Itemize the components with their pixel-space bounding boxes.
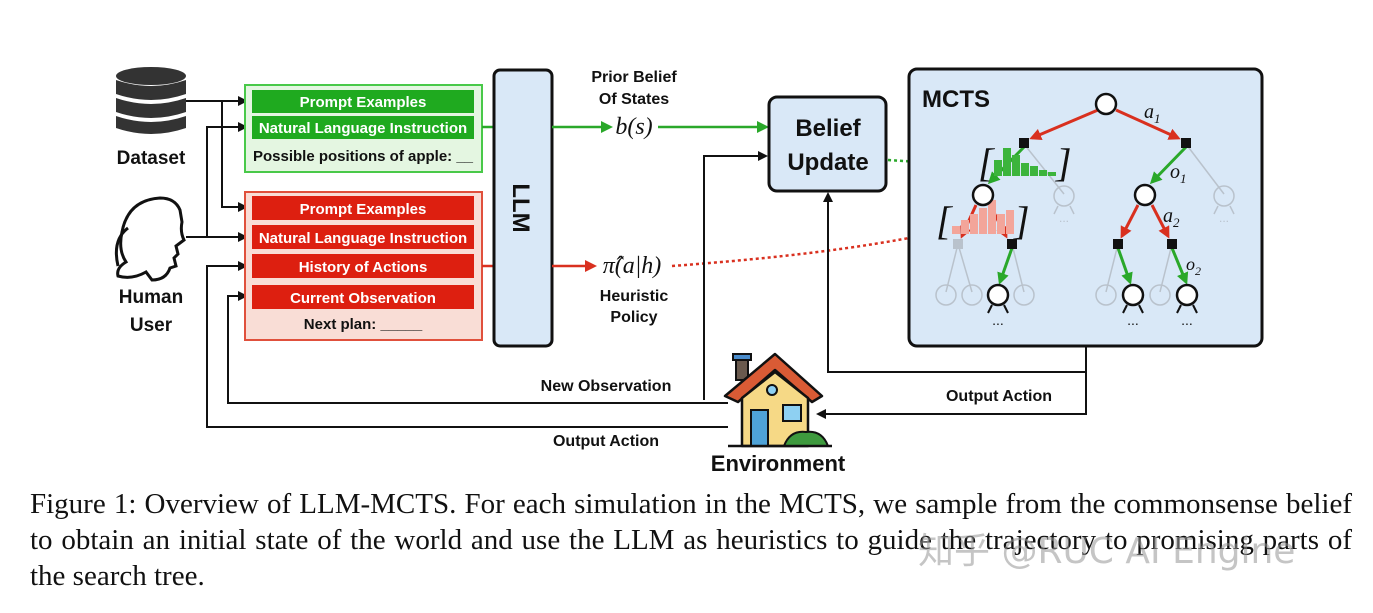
faded-ellipsis: ... <box>1219 211 1229 225</box>
heuristic-label-line2: Policy <box>610 309 657 326</box>
policy-prompt-box: Prompt Examples Natural Language Instruc… <box>244 191 483 341</box>
policy-histogram: [ ] <box>936 198 1030 243</box>
label-o2: o2 <box>1186 254 1201 278</box>
policy-bar <box>1006 210 1014 234</box>
leaf-node <box>1175 283 1199 307</box>
policy-prompt-row-2: Natural Language Instruction <box>259 230 467 247</box>
policy-bar <box>979 208 987 234</box>
belief-update-line1: Belief <box>795 115 861 142</box>
llm-label: LLM <box>507 183 534 232</box>
dataset-label: Dataset <box>117 148 186 169</box>
label-a2: a2 <box>1163 205 1180 230</box>
llm-block: LLM <box>492 68 554 348</box>
action-node <box>1113 239 1123 249</box>
new-observation-label: New Observation <box>541 378 672 395</box>
heuristic-symbol: π̂(a|h) <box>603 253 662 279</box>
input-connectors <box>186 96 728 428</box>
policy-bar <box>988 200 996 234</box>
belief-bar <box>1012 155 1020 176</box>
leaf-ellipsis: ... <box>1181 312 1193 328</box>
mcts-nodes: ... ... ... ... ... <box>953 92 1229 328</box>
belief-bar <box>1030 166 1038 176</box>
label-o1: o1 <box>1170 161 1187 186</box>
belief-histogram-open-bracket: [ <box>978 140 996 185</box>
prior-prompt-row-1: Prompt Examples <box>300 94 427 111</box>
new-observation-arrow <box>703 151 768 400</box>
prior-label-line2: Of States <box>599 91 669 108</box>
mcts-to-belief-arrow <box>823 192 1087 373</box>
output-action-right-label: Output Action <box>946 388 1052 405</box>
database-icon <box>116 67 186 134</box>
policy-histogram-open-bracket: [ <box>936 198 954 243</box>
action-node <box>1007 239 1017 249</box>
action-node <box>953 239 963 249</box>
mcts-to-environment-arrow <box>816 372 1087 419</box>
observation-node <box>1133 183 1157 207</box>
action-node <box>1167 239 1177 249</box>
belief-bar <box>1003 148 1011 176</box>
belief-bar <box>994 160 1002 176</box>
label-a1: a1 <box>1144 101 1161 126</box>
belief-bar <box>1021 163 1029 176</box>
heuristic-dotted-arrow <box>671 229 933 268</box>
watermark: 知乎 @RUC AI Engine <box>918 531 1296 572</box>
human-head-icon <box>114 196 186 282</box>
belief-update-line2: Update <box>787 149 868 176</box>
house-icon <box>723 352 832 448</box>
policy-histogram-close-bracket: ] <box>1013 198 1030 243</box>
policy-prompt-row-4: Current Observation <box>290 290 436 307</box>
prior-symbol: b(s) <box>615 114 652 140</box>
leaf-ellipsis: ... <box>992 312 1004 328</box>
policy-bar <box>970 214 978 234</box>
environment-label: Environment <box>711 451 846 476</box>
policy-prompt-fill-in: Next plan: _____ <box>304 316 423 333</box>
policy-bar <box>952 226 960 234</box>
prior-prompt-fill-in: Possible positions of apple: __ <box>253 148 474 165</box>
belief-bar <box>1039 170 1047 176</box>
policy-prompt-row-1: Prompt Examples <box>300 201 427 218</box>
belief-bar <box>1048 172 1056 176</box>
leaf-node <box>986 283 1010 307</box>
mcts-title: MCTS <box>922 86 990 113</box>
figure-caption: Figure 1: Overview of LLM-MCTS. For each… <box>30 488 1352 592</box>
belief-update-block: Belief Update <box>767 95 888 193</box>
human-label-line2: User <box>130 315 173 336</box>
mcts-panel: MCTS <box>907 67 1264 348</box>
human-label-line1: Human <box>119 287 183 308</box>
belief-histogram-close-bracket: ] <box>1055 140 1072 185</box>
prior-prompt-box: Prompt Examples Natural Language Instruc… <box>244 84 483 173</box>
leaf-ellipsis: ... <box>1127 312 1139 328</box>
action-node <box>1019 138 1029 148</box>
mcts-faded-branches <box>935 143 1235 306</box>
prior-prompt-row-2: Natural Language Instruction <box>259 120 467 137</box>
policy-bar <box>961 220 969 234</box>
action-node <box>1181 138 1191 148</box>
belief-histogram: [ ] <box>978 140 1072 185</box>
leaf-node <box>1121 283 1145 307</box>
heuristic-label-line1: Heuristic <box>600 288 669 305</box>
prior-label-line1: Prior Belief <box>591 69 677 86</box>
output-action-bottom-label: Output Action <box>553 433 659 450</box>
observation-node <box>971 183 995 207</box>
mcts-edge-labels: a1 o1 a2 o2 <box>1144 101 1201 278</box>
policy-bar <box>997 214 1005 234</box>
faded-ellipsis: ... <box>1059 211 1069 225</box>
policy-prompt-row-3: History of Actions <box>299 259 428 276</box>
root-node <box>1094 92 1118 116</box>
